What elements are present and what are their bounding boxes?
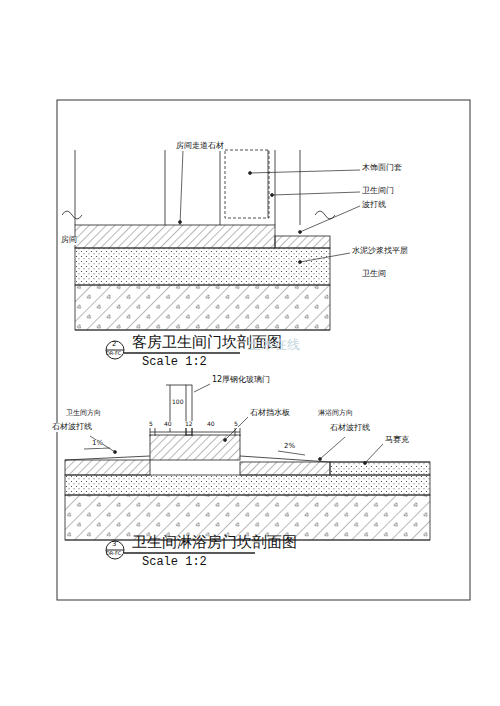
part-label: 房间 bbox=[61, 236, 77, 245]
dimension: 100 bbox=[172, 399, 183, 406]
watermark: 土木在线 bbox=[248, 338, 300, 352]
leader-lines bbox=[84, 150, 383, 465]
sheet-code: DR-FC bbox=[106, 551, 121, 557]
section-symbols bbox=[106, 341, 255, 559]
dimension: 5 bbox=[234, 421, 238, 428]
drawing-title: 卫生间淋浴房门坎剖面图 bbox=[132, 534, 297, 551]
part-label: 石材波打线 bbox=[52, 423, 92, 432]
dimension: 40 bbox=[207, 421, 215, 428]
slope-note: 1% bbox=[92, 440, 103, 448]
slope-note: 2% bbox=[284, 443, 295, 451]
part-label: 淋浴间方向 bbox=[318, 410, 353, 418]
part-label: 卫生间门 bbox=[362, 187, 394, 196]
scale-note: Scale 1:2 bbox=[142, 556, 207, 569]
shower-threshold-section bbox=[65, 385, 430, 540]
door-threshold-section bbox=[62, 150, 335, 330]
dimension: 12 bbox=[185, 421, 193, 428]
part-label: 水泥沙浆找平层 bbox=[352, 247, 408, 256]
sheet-code: DR-FC bbox=[106, 351, 121, 357]
dimension: 5 bbox=[149, 421, 153, 428]
dimension: 40 bbox=[164, 421, 172, 428]
part-label: 石材挡水板 bbox=[250, 409, 290, 418]
callout-number: 3 bbox=[112, 541, 116, 549]
part-label: 石材波打线 bbox=[330, 424, 370, 433]
part-label: 房间走道石材 bbox=[176, 142, 224, 151]
part-label: 卫生间 bbox=[362, 270, 386, 279]
part-label: 卫生间方向 bbox=[66, 410, 101, 418]
part-label: 马赛克 bbox=[385, 436, 409, 445]
frame bbox=[57, 100, 470, 600]
part-label: 木饰面门套 bbox=[362, 164, 402, 173]
part-label: 12厚钢化玻璃门 bbox=[212, 376, 270, 385]
part-label: 波打线 bbox=[362, 201, 386, 210]
callout-number: 2 bbox=[112, 341, 116, 349]
scale-note: Scale 1:2 bbox=[142, 356, 207, 369]
